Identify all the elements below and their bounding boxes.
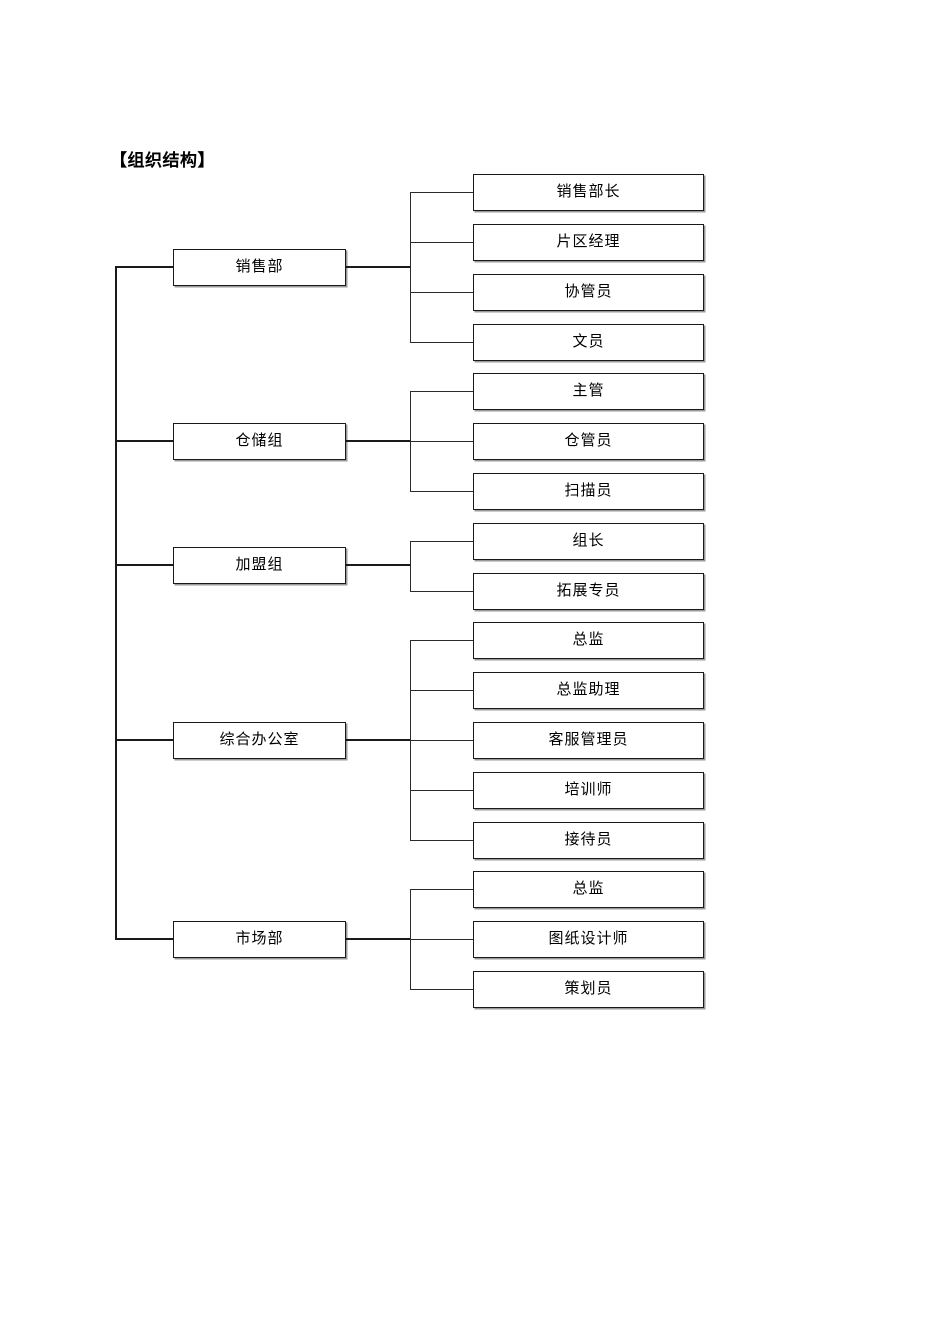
department-box-dept-sales[interactable]: 销售部 (173, 248, 346, 286)
role-box-role-office-director[interactable]: 总监 (473, 622, 704, 659)
trunk-branch-line (115, 938, 173, 940)
role-box-role-drawing-designer[interactable]: 图纸设计师 (473, 921, 704, 958)
role-box-role-customer-service-manager[interactable]: 客服管理员 (473, 722, 704, 759)
trunk-vertical-line (115, 267, 117, 939)
role-box-role-planner[interactable]: 策划员 (473, 971, 704, 1008)
department-connector-dept-franchise (346, 564, 410, 566)
department-box-dept-general-office[interactable]: 综合办公室 (173, 721, 346, 759)
department-connector-dept-general-office (346, 739, 410, 741)
department-box-dept-franchise[interactable]: 加盟组 (173, 546, 346, 584)
group-spine-dept-sales (410, 192, 412, 343)
role-connector-role-clerk (410, 341, 473, 344)
role-box-role-group-leader[interactable]: 组长 (473, 523, 704, 560)
role-connector-role-customer-service-manager (410, 739, 473, 742)
role-connector-role-office-director (410, 639, 473, 642)
role-connector-role-group-leader (410, 540, 473, 543)
role-connector-role-receptionist (410, 839, 473, 842)
role-box-role-warehouse-keeper[interactable]: 仓管员 (473, 423, 704, 460)
role-connector-role-warehouse-keeper (410, 440, 473, 443)
role-box-role-assistant-supervisor[interactable]: 协管员 (473, 274, 704, 311)
role-connector-role-expansion-specialist (410, 590, 473, 593)
role-box-role-clerk[interactable]: 文员 (473, 324, 704, 361)
role-box-role-receptionist[interactable]: 接待员 (473, 822, 704, 859)
role-box-role-director-assistant[interactable]: 总监助理 (473, 672, 704, 709)
trunk-branch-line (115, 564, 173, 566)
role-connector-role-planner (410, 988, 473, 991)
role-connector-role-marketing-director (410, 888, 473, 891)
trunk-branch-line (115, 440, 173, 442)
department-connector-dept-warehouse (346, 440, 410, 442)
department-box-dept-marketing[interactable]: 市场部 (173, 920, 346, 958)
role-connector-role-scanner (410, 490, 473, 493)
role-box-role-area-manager[interactable]: 片区经理 (473, 224, 704, 261)
role-connector-role-trainer (410, 789, 473, 792)
role-box-role-marketing-director[interactable]: 总监 (473, 871, 704, 908)
role-box-role-supervisor[interactable]: 主管 (473, 373, 704, 410)
department-connector-dept-marketing (346, 938, 410, 940)
role-connector-role-assistant-supervisor (410, 291, 473, 294)
page-title: 【组织结构】 (110, 151, 215, 170)
role-connector-role-drawing-designer (410, 938, 473, 941)
role-box-role-trainer[interactable]: 培训师 (473, 772, 704, 809)
trunk-branch-line (115, 739, 173, 741)
role-box-role-sales-director[interactable]: 销售部长 (473, 174, 704, 211)
department-box-dept-warehouse[interactable]: 仓储组 (173, 422, 346, 460)
group-spine-dept-franchise (410, 541, 412, 592)
role-connector-role-sales-director (410, 191, 473, 194)
trunk-branch-line (115, 266, 173, 268)
role-connector-role-area-manager (410, 241, 473, 244)
role-box-role-expansion-specialist[interactable]: 拓展专员 (473, 573, 704, 610)
department-connector-dept-sales (346, 266, 410, 268)
role-connector-role-supervisor (410, 390, 473, 393)
role-connector-role-director-assistant (410, 689, 473, 692)
role-box-role-scanner[interactable]: 扫描员 (473, 473, 704, 510)
